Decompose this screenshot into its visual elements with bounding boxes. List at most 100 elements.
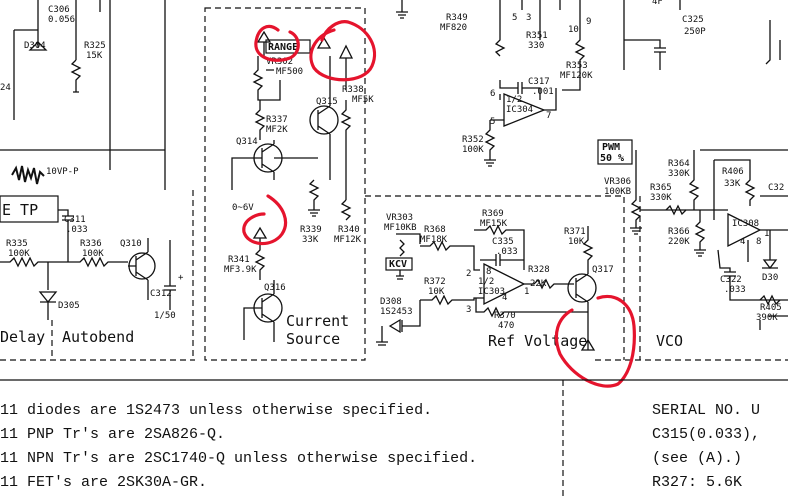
r349-label: R349 [446,13,468,23]
r339-label: R339 [300,225,322,235]
pin10-label: 10 [568,25,579,35]
c317-symbol [499,80,541,100]
ic308-pin4: 4 [740,237,745,247]
range-arrow [256,30,272,56]
annotation-circle-ref-output [554,294,636,388]
r369-value: MF15K [480,219,508,229]
r372-wire [420,294,484,306]
c325-value: 250P [684,27,706,37]
c317-label: C317 [528,77,550,87]
vr306-value: 100KB [604,187,631,197]
r405-leads [759,315,788,330]
ic304-pin6: 6 [490,89,495,99]
note-line-1: 11 diodes are 1S2473 unless otherwise sp… [0,402,432,419]
q315-symbol [309,105,339,135]
r338-label: R338 [342,85,364,95]
pin5-label: 5 [512,13,517,23]
c317-value: .001 [532,87,554,97]
r372-label: R372 [424,277,446,287]
c322-symbol [717,249,788,301]
note-line-4: 11 FET's are 2SK30A-GR. [0,474,207,491]
r351-label: R351 [526,31,548,41]
q317-label: Q317 [592,265,614,275]
ic303-pin4: 4 [502,293,507,303]
r371-label: R371 [564,227,586,237]
r340-label: R340 [338,225,360,235]
vco-section: C325 250P 4F PWM 50 % VR306 100KB R364 3… [595,0,788,361]
c312-value: 1/50 [154,311,176,321]
r336-value: 100K [82,249,104,259]
r337-value: MF2K [266,125,288,135]
r353-wire [562,20,586,91]
ic304-leads [484,88,557,160]
r406-label: R406 [722,167,744,177]
vr303-symbol [396,233,421,257]
r353-label: R353 [566,61,588,71]
r371-value: 10K [568,237,585,247]
r369-feedback [474,224,525,270]
r353-value: MF120K [560,71,593,81]
vr302-label: VR302 [266,57,293,67]
vr302-symbol [252,56,281,101]
r335-r336-wire [0,256,128,268]
annotation-circle-top-arrows [309,20,377,82]
ic308-label: IC308 [732,219,759,229]
r337-label: R337 [266,115,288,125]
current-source-title-line2: Source [286,330,340,348]
ground-top [396,0,408,19]
r405-symbol [759,294,781,306]
note-line-2: 11 PNP Tr's are 2SA826-Q. [0,426,225,443]
d305-label: D305 [58,301,80,311]
ref-voltage-section: VR303 MF10KB R368 MF18K KCV R369 MF15K C… [376,209,614,351]
q310-leads [128,238,149,300]
r341-label: R341 [228,255,250,265]
e-tp-box [0,195,59,223]
ic304-label: IC304 [506,105,533,115]
r405-value: 390K [756,313,778,323]
d305-symbol [38,262,58,320]
r325-label: R325 [84,41,106,51]
r370-value: 470 [498,321,514,331]
ic303-pin2: 2 [466,269,471,279]
q310-label: Q310 [120,239,142,249]
c311-symbol [58,209,74,262]
r352-value: 100K [462,145,484,155]
ic304-pin5: 5 [490,117,495,127]
r366-value: 220K [668,237,690,247]
top-left-wires [13,0,39,120]
serial-line-2: C315(0.033), [652,426,760,443]
r365-value: 330K [650,193,672,203]
vr306-symbol [630,150,686,235]
r370-label: R370 [494,311,516,321]
serial-line-4: R327: 5.6K [652,474,742,491]
r339-value: 33K [302,235,319,245]
serial-line-3: (see (A).) [652,450,742,467]
r365-wire [665,204,728,216]
q315-label: Q315 [316,97,338,107]
ic304-pin7: 7 [546,111,551,121]
r371-symbol [582,226,594,270]
d30x-label: D30 [762,273,778,283]
c322-value: .033 [724,285,746,295]
r368-value: MF18K [420,235,448,245]
annotation-circle-range [254,24,300,62]
pwm-value: 50 % [600,153,624,164]
pwm-label: PWM [602,142,620,153]
r364-value: 330K [668,169,690,179]
c32x-label: C32 [768,183,784,193]
c312-symbol [164,240,176,310]
ic303-pin3: 3 [466,305,471,315]
d30x-symbol [762,259,778,270]
r339-symbol [308,179,320,217]
r372-value: 10K [428,287,445,297]
vr302-value: MF500 [276,67,303,77]
d304-label: D304 [24,41,46,51]
d308-label: D308 [380,297,402,307]
c322-label: C322 [720,275,742,285]
vr303-label: VR303 [386,213,413,223]
current-source-title-line1: Current [286,312,349,330]
ic303-label: IC303 [478,287,505,297]
r325-symbol [70,0,101,93]
r405-label: R405 [760,303,782,313]
